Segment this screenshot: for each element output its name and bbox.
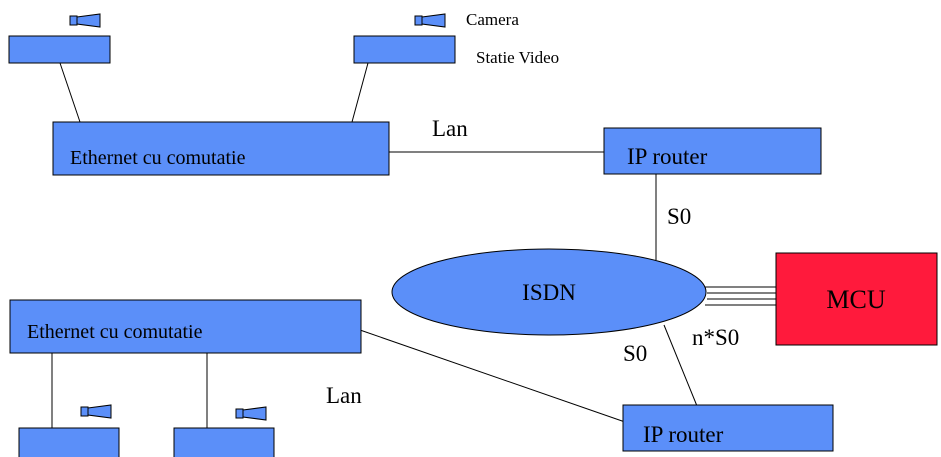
ns0-label: n*S0 [692,325,739,350]
switch-top [52,121,390,176]
lan-label-bottom: Lan [326,383,362,408]
camera-icon [235,406,267,421]
switch-bottom [9,299,362,354]
s0-label-top: S0 [667,204,691,229]
camera-icon [80,404,112,419]
router-top-label: IP router [627,144,708,169]
lan-label-top: Lan [432,116,468,141]
video-station-bottom-left [18,427,120,457]
router-bottom [622,404,834,452]
camera-icon [69,13,101,28]
switch-bottom-label: Ethernet cu comutatie [27,321,203,343]
isdn-label: ISDN [522,280,576,305]
line-station-switch-top-right [351,62,369,123]
camera-label: Camera [466,10,519,29]
line-station-switch-top-left [59,62,81,123]
isdn-mcu-trunk [705,286,778,306]
router-bottom-label: IP router [643,422,724,447]
switch-top-label: Ethernet cu comutatie [70,147,246,169]
mcu-label: MCU [826,285,885,314]
line-isdn-router-bottom [663,324,698,407]
mcu-unit [775,252,938,346]
line-lan-bottom [359,329,626,423]
video-station-bottom-right [173,427,275,457]
video-station-top-right [353,35,456,64]
video-station-top-left [8,35,111,64]
station-label: Statie Video [476,48,559,67]
camera-icon [414,13,446,28]
router-top [603,127,822,175]
s0-label-bottom: S0 [623,341,647,366]
isdn-network [391,248,707,336]
